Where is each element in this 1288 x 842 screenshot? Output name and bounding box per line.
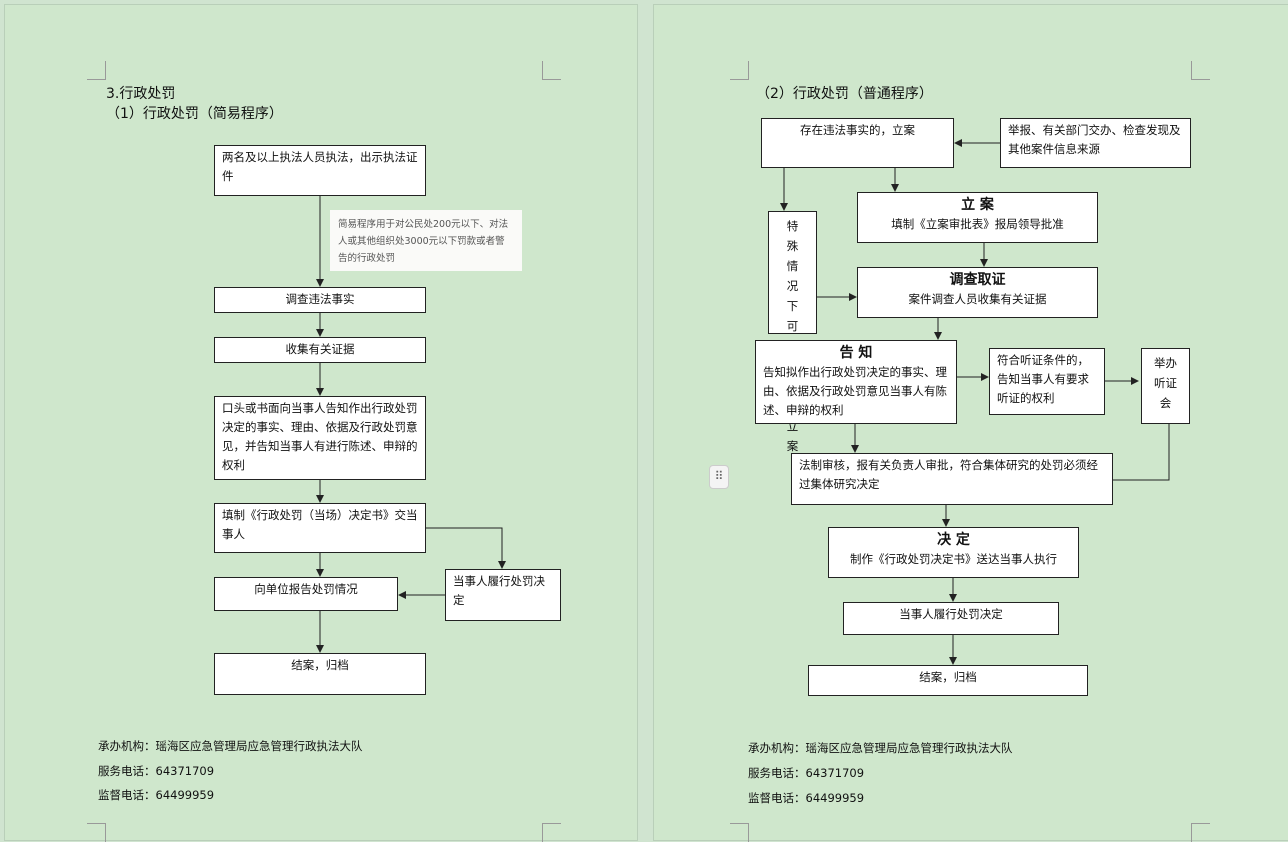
fill-decision-box: 填制《行政处罚（当场）决定书》交当事人 [214,503,426,553]
collect-evidence-box: 收集有关证据 [214,337,426,363]
officers-box: 两名及以上执法人员执法，出示执法证件 [214,145,426,196]
register-text: 填制《立案审批表》报局领导批准 [891,217,1064,231]
investigation-box: 调查取证 案件调查人员收集有关证据 [857,267,1098,318]
simple-procedure-title: （1）行政处罚（简易程序） [106,106,283,122]
notice-box: 告 知 告知拟作出行政处罚决定的事实、理由、依据及行政处罚意见当事人有陈述、申辩… [755,340,957,424]
corner-mark [1191,61,1210,80]
decision-heading: 决 定 [937,532,970,548]
perform-decision-box: 当事人履行处罚决定 [445,569,561,621]
legal-review-box: 法制审核，报有关负责人审批，符合集体研究的处罚必须经过集体研究决定 [791,453,1113,505]
agency-text: 承办机构：瑶海区应急管理局应急管理行政执法大队 [98,739,363,753]
register-heading: 立 案 [961,197,994,213]
perform-decision-box-right: 当事人履行处罚决定 [843,602,1059,635]
corner-mark [1191,823,1210,842]
register-box: 立 案 填制《立案审批表》报局领导批准 [857,192,1098,243]
investigation-heading: 调查取证 [949,272,1006,288]
close-case-box-right: 结案，归档 [808,665,1088,696]
corner-mark [730,823,749,842]
simple-procedure-note: 简易程序用于对公民处200元以下、对法人或其他组织处3000元以下罚款或者警告的… [330,210,522,271]
corner-mark [730,61,749,80]
corner-mark [87,61,106,80]
file-case-box: 存在违法事实的，立案 [761,118,954,168]
hearing-condition-box: 符合听证条件的，告知当事人有要求听证的权利 [989,348,1105,415]
decision-box: 决 定 制作《行政处罚决定书》送达当事人执行 [828,527,1079,578]
special-case-box: 特殊情况下可先调查补立案 [768,211,817,453]
supervise-phone-right: 监督电话：64499959 [748,791,865,805]
corner-mark [542,61,561,80]
corner-mark [87,823,106,842]
hearing-text: 举办听证会 [1154,356,1177,410]
corner-mark [542,823,561,842]
agency-text-right: 承办机构：瑶海区应急管理局应急管理行政执法大队 [748,741,1013,755]
notify-box: 口头或书面向当事人告知作出行政处罚决定的事实、理由、依据及行政处罚意见，并告知当… [214,396,426,480]
service-phone: 服务电话：64371709 [98,764,215,778]
investigation-text: 案件调查人员收集有关证据 [908,292,1047,306]
report-box: 向单位报告处罚情况 [214,577,398,611]
normal-procedure-title: （2）行政处罚（普通程序） [756,86,933,102]
decision-text: 制作《行政处罚决定书》送达当事人执行 [850,552,1057,566]
service-phone-right: 服务电话：64371709 [748,766,865,780]
right-page [654,5,1288,842]
notice-text: 告知拟作出行政处罚决定的事实、理由、依据及行政处罚意见当事人有陈述、申辩的权利 [763,365,947,417]
supervise-phone: 监督电话：64499959 [98,788,215,802]
drag-handle-icon[interactable]: ⠿ [709,465,729,489]
investigate-box: 调查违法事实 [214,287,426,313]
close-case-box: 结案，归档 [214,653,426,695]
info-source-box: 举报、有关部门交办、检查发现及其他案件信息来源 [1000,118,1191,168]
hearing-box: 举办听证会 [1141,348,1190,424]
notice-heading: 告 知 [839,345,873,361]
section-title: 3.行政处罚 [106,86,176,102]
